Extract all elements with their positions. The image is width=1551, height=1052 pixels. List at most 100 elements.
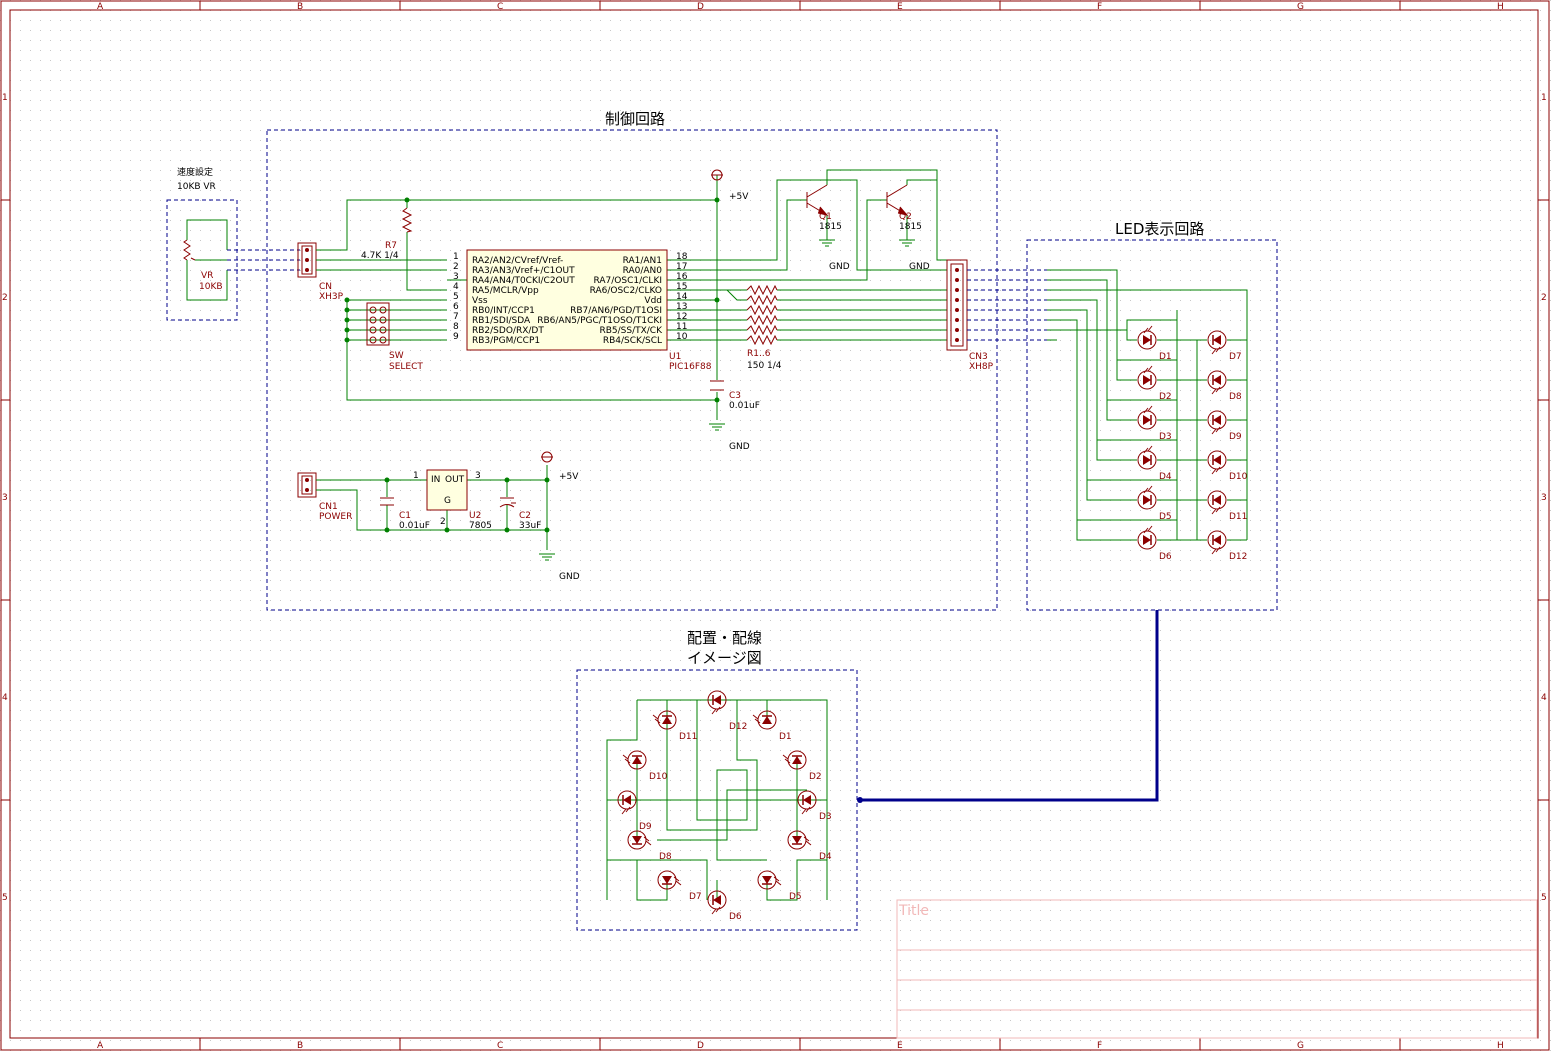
regulator-vcc-label: +5V: [559, 472, 579, 482]
control-wires: [316, 169, 947, 420]
row-label: 3: [2, 493, 8, 503]
bus-line: [860, 610, 1159, 802]
u1-value: PIC16F88: [669, 362, 712, 372]
row-label: 4: [1541, 693, 1547, 703]
q2-ref: Q2: [899, 212, 912, 222]
cn1-value: POWER: [319, 512, 352, 522]
led-icon: [652, 710, 677, 730]
u1-pin-name: RA3/AN3/Vref+/C1OUT: [472, 266, 575, 276]
layout-label: D3: [819, 812, 832, 822]
capacitor-c3: [710, 380, 724, 391]
led-icon: [1207, 450, 1227, 475]
u1-pin-name: RB5/SS/TX/CK: [599, 326, 663, 336]
speed-setting-title: 速度設定: [177, 166, 213, 178]
u1-pin-name: RB0/INT/CCP1: [472, 306, 535, 316]
u1-pin-name: RB6/AN5/PGC/T1OSO/T1CKI: [537, 316, 662, 326]
led-label: D1: [1159, 352, 1172, 362]
power-junctions: [384, 477, 550, 533]
connector-cn1-power: [297, 472, 317, 498]
u1-pin-name: RB1/SDI/SDA: [472, 316, 531, 326]
transistor-q1: [806, 184, 829, 216]
u1-pin-number: 13: [676, 302, 687, 312]
u1-pin-name: RA6/OSC2/CLKO: [590, 286, 662, 296]
col-label: E: [897, 1041, 903, 1051]
led-label: D4: [1159, 472, 1172, 482]
col-label: D: [697, 2, 704, 12]
layout-label: D1: [779, 732, 792, 742]
col-label: B: [297, 2, 303, 12]
connector-cn3-xh8p: [946, 259, 968, 351]
col-label: F: [1097, 2, 1102, 12]
row-label: 5: [2, 893, 8, 903]
u1-pin-name: RA0/AN0: [623, 266, 663, 276]
led-icon: [657, 870, 682, 890]
col-label: A: [97, 1041, 104, 1051]
frame-column-labels-top: A B C D E F G H: [97, 2, 1504, 12]
u1-pin-number: 16: [676, 272, 688, 282]
u1-pin-number: 4: [453, 282, 459, 292]
row-label: 1: [2, 93, 8, 103]
led-icon: [1137, 365, 1157, 390]
col-label: C: [497, 1041, 503, 1051]
col-label: H: [1497, 1041, 1504, 1051]
layout-label: D2: [809, 772, 822, 782]
led-icon: [627, 830, 652, 850]
led-icon: [1137, 445, 1157, 470]
led-block-outline: [1026, 239, 1278, 611]
cn-value: XH3P: [319, 292, 344, 302]
c3-value: 0.01uF: [729, 401, 760, 411]
u1-pin-number: 6: [453, 302, 459, 312]
cn3-value: XH8P: [969, 362, 994, 372]
u1-pin-name: RB4/SCK/SCL: [603, 336, 662, 346]
u2-pin3: 3: [475, 471, 481, 481]
layout-labels: D1 D2 D3 D4 D5 D6 D7 D8 D9 D10 D11 D12: [639, 722, 832, 922]
frame-row-labels-left: 1 2 3 4 5: [2, 93, 8, 903]
led-icon: [1137, 405, 1157, 430]
led-cable: [967, 269, 1047, 341]
u1-pin-number: 15: [676, 282, 687, 292]
control-block-title: 制御回路: [605, 110, 665, 128]
u1-right-pins: 18 RA1/AN1 17 RA0/AN0 16 RA7/OSC1/CLKI 1…: [537, 252, 687, 346]
u1-pin-number: 17: [676, 262, 687, 272]
led-icon: [622, 750, 647, 770]
resistor-r7: [401, 207, 413, 233]
rnet-value: 150 1/4: [747, 361, 782, 371]
regulator-u2-body: [426, 469, 468, 511]
c3-gnd-label: GND: [729, 442, 750, 452]
c2-ref: C2: [519, 511, 531, 521]
row-label: 2: [2, 293, 8, 303]
frame-column-labels-bottom: A B C D E F G H: [97, 1041, 1504, 1051]
u1-pin-number: 8: [453, 322, 459, 332]
led-label: D8: [1229, 392, 1242, 402]
led-label: D5: [1159, 512, 1172, 522]
col-label: C: [497, 2, 503, 12]
layout-label: D5: [789, 892, 802, 902]
vr-cable: [227, 249, 300, 271]
u2-in-label: IN: [431, 475, 440, 485]
led-icon: [1207, 530, 1227, 555]
led-label: D2: [1159, 392, 1172, 402]
u1-pin-number: 1: [453, 252, 459, 262]
led-label: D7: [1229, 352, 1242, 362]
r7-value: 4.7K 1/4: [361, 251, 399, 261]
col-label: A: [97, 2, 104, 12]
layout-label: D10: [649, 772, 668, 782]
vr-value: 10KB: [199, 282, 223, 292]
led-icon: [797, 790, 817, 815]
u1-pin-number: 14: [676, 292, 688, 302]
control-block-outline: [266, 129, 998, 611]
u1-pin-number: 10: [676, 332, 688, 342]
vcc-symbol-regulator: [541, 451, 553, 463]
led-icon: [1207, 410, 1227, 435]
u1-pin-name: Vdd: [644, 296, 662, 306]
col-label: G: [1297, 1041, 1304, 1051]
cn3-ref: CN3: [969, 352, 988, 362]
cn1-ref: CN1: [319, 502, 338, 512]
vcc-label: +5V: [729, 192, 749, 202]
u1-left-pins: 1 RA2/AN2/CVref/Vref- 2 RA3/AN3/Vref+/C1…: [453, 252, 575, 346]
led-icon: [1137, 525, 1157, 550]
u2-out-label: OUT: [445, 475, 465, 485]
ground-symbols: [539, 239, 915, 561]
u1-pin-number: 7: [453, 312, 459, 322]
